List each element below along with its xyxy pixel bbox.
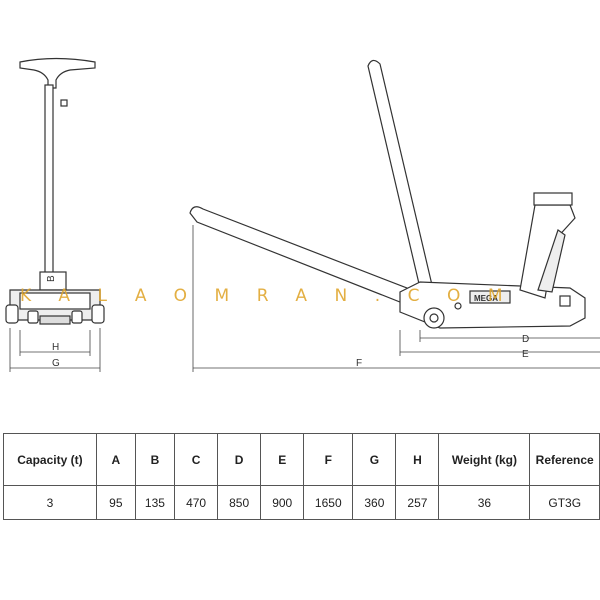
cell-reference: GT3G [529,485,600,520]
header-b: B [134,433,176,486]
header-c: C [174,433,219,486]
spec-table-header-row: Capacity (t) A B C D E F G H Weight (kg)… [3,433,600,486]
dimension-label-b: B [46,275,57,282]
dimension-label-h: H [52,342,59,353]
jack-front-view [5,57,105,325]
dimension-label-f: F [356,358,362,369]
header-e: E [260,433,305,486]
cell-g: 360 [352,485,397,520]
jack-side-view [189,59,586,329]
header-g: G [352,433,397,486]
dimension-label-e: E [522,349,529,360]
cell-d: 850 [217,485,262,520]
cell-e: 900 [260,485,305,520]
header-weight: Weight (kg) [438,433,531,486]
header-f: F [303,433,354,486]
cell-f: 1650 [303,485,354,520]
header-reference: Reference [529,433,600,486]
cell-h: 257 [395,485,440,520]
header-d: D [217,433,262,486]
dimension-label-d: D [522,334,529,345]
jack-brand-plate: MEGA [474,294,498,303]
header-capacity: Capacity (t) [3,433,97,486]
cell-weight: 36 [438,485,531,520]
table-row: 3 95 135 470 850 900 1650 360 257 36 GT3… [3,485,600,520]
cell-a: 95 [95,485,136,520]
cell-capacity: 3 [3,485,97,520]
dimension-lines [9,225,600,372]
spec-table: Capacity (t) A B C D E F G H Weight (kg)… [3,433,600,520]
header-a: A [95,433,136,486]
jack-technical-drawing: B H G D E F MEGA [5,57,600,372]
header-h: H [395,433,440,486]
watermark: KALAOMRAN.COM [20,286,531,306]
dimension-label-g: G [52,358,60,369]
cell-c: 470 [174,485,219,520]
cell-b: 135 [134,485,176,520]
